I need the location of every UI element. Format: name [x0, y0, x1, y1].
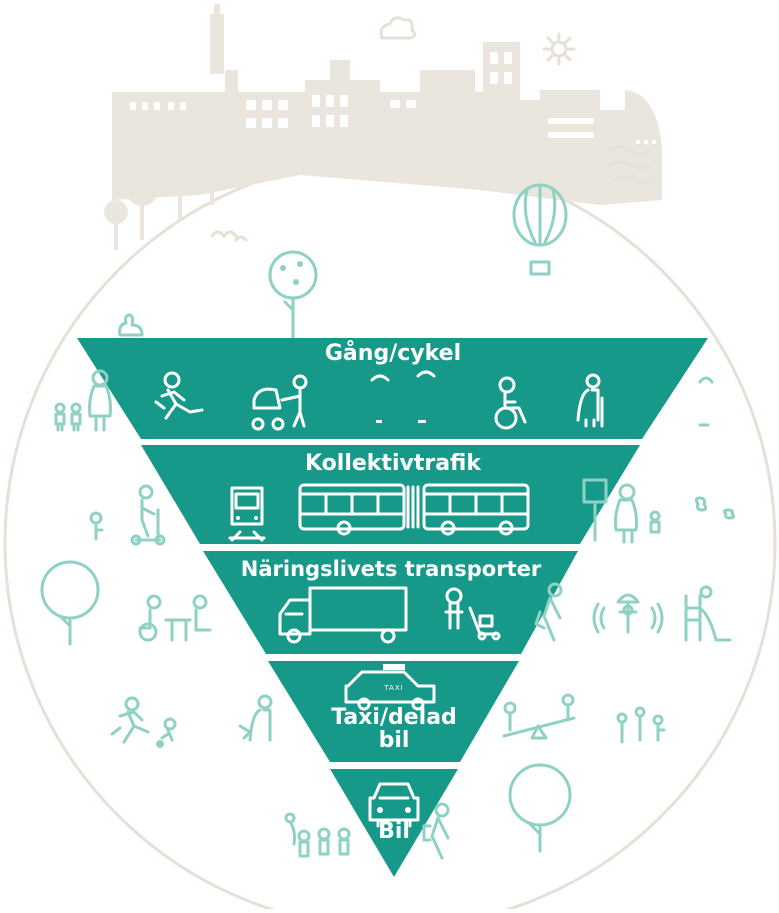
runner-icon — [154, 371, 204, 420]
walker-icon — [576, 373, 604, 428]
rabbit-icon — [118, 313, 144, 337]
band-naringslivets-transporter — [203, 551, 578, 654]
seesaw-icon — [502, 693, 576, 740]
hot-air-balloon-icon — [512, 183, 568, 276]
hierarchy-pyramid — [77, 338, 708, 877]
level-label-bil-line2: bil — [378, 728, 410, 753]
tree-icon — [268, 250, 318, 340]
level-label-gang-cykel: Gång/cykel — [324, 341, 462, 366]
bus-icon — [298, 483, 530, 536]
tree-icon — [104, 141, 226, 250]
delivery-person-icon — [444, 587, 501, 641]
butterflies-icon — [694, 496, 736, 520]
hiker-icon — [422, 802, 450, 860]
cyclist-icon — [370, 370, 436, 423]
car-icon — [368, 782, 420, 828]
tram-icon — [228, 486, 266, 542]
runner-icon — [110, 696, 177, 748]
truck-icon — [278, 586, 408, 644]
city-skyline-icon — [112, 4, 662, 205]
bus-stop-icon — [582, 478, 608, 542]
taxi-sign: TAXI — [383, 684, 403, 692]
balloon-kids-icon — [284, 812, 351, 858]
level-label-kollektivtrafik: Kollektivtrafik — [305, 451, 481, 476]
level-label-taxi-delad: Taxi/delad — [331, 705, 457, 730]
band-gang-cykel — [77, 338, 708, 439]
hiker-icon — [534, 582, 563, 642]
family-icon — [54, 369, 112, 432]
band-bil — [330, 769, 458, 877]
stroller-icon — [251, 374, 308, 431]
construction-worker-icon — [592, 593, 664, 634]
family-icon — [614, 483, 661, 544]
level-label-naringslivets-transporter: Näringslivets transporter — [240, 557, 542, 581]
level-label-bil: Bil — [378, 819, 410, 844]
cloud-icon — [379, 16, 417, 40]
scooter-rider-icon — [130, 484, 166, 546]
flowers-icon — [616, 706, 666, 744]
walker-icon — [238, 694, 273, 742]
tree-icon — [40, 560, 100, 646]
band-taxi-delad-bil — [268, 661, 519, 762]
cafe-icon — [138, 594, 212, 642]
sun-icon — [542, 32, 576, 66]
cyclist-icon — [698, 376, 714, 427]
flowers-icon — [89, 511, 104, 541]
slide-icon — [684, 585, 732, 642]
wheelchair-icon — [494, 376, 527, 430]
tree-icon — [508, 763, 572, 853]
birds-icon — [210, 230, 248, 242]
taxi-icon — [344, 664, 436, 711]
